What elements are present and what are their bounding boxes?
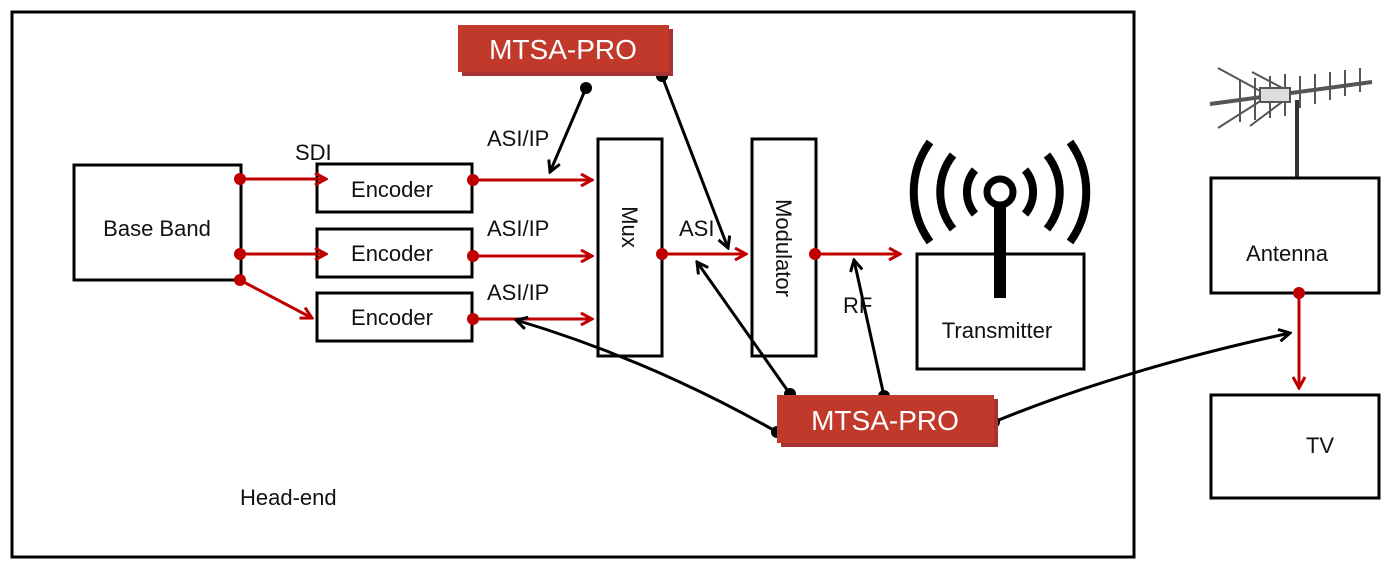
base-band-label: Base Band: [103, 216, 211, 241]
wireless-broadcast-icon: [909, 139, 1091, 298]
encoder-node-3: Encoder: [315, 291, 474, 343]
mux-label: Mux: [617, 206, 642, 248]
base-band-node: Base Band: [72, 163, 243, 282]
signal-path: [239, 179, 1299, 388]
rf-label: RF: [843, 293, 872, 318]
mtsa-pro-top-label: MTSA-PRO: [489, 34, 637, 65]
head-end-frame: [10, 10, 1136, 559]
monitoring-links: [516, 75, 1290, 434]
mux-node: Mux: [596, 137, 664, 358]
antenna-node: Antenna: [1209, 176, 1381, 295]
encoder-node-1: Encoder: [315, 162, 474, 214]
asi-ip-label-3: ASI/IP: [487, 280, 549, 305]
sdi-label: SDI: [295, 140, 332, 165]
mtsa-pro-top: MTSA-PRO: [458, 25, 673, 76]
transmitter-label: Transmitter: [942, 318, 1052, 343]
encoder-label-1: Encoder: [351, 177, 433, 202]
encoder-label-3: Encoder: [351, 305, 433, 330]
asi-label: ASI: [679, 216, 714, 241]
encoder-label-2: Encoder: [351, 241, 433, 266]
mtsa-pro-bottom: MTSA-PRO: [777, 395, 998, 447]
antenna-label: Antenna: [1246, 241, 1329, 266]
tv-label: TV: [1306, 433, 1334, 458]
yagi-antenna-icon: [1209, 67, 1373, 178]
tv-node: TV: [1209, 393, 1381, 500]
modulator-node: Modulator: [750, 137, 818, 358]
head-end-label: Head-end: [240, 485, 337, 510]
asi-ip-label-2: ASI/IP: [487, 216, 549, 241]
mtsa-pro-bottom-label: MTSA-PRO: [811, 405, 959, 436]
asi-ip-label-1: ASI/IP: [487, 126, 549, 151]
encoder-node-2: Encoder: [315, 227, 474, 279]
modulator-label: Modulator: [771, 199, 796, 297]
signal-dots: [234, 173, 1305, 325]
